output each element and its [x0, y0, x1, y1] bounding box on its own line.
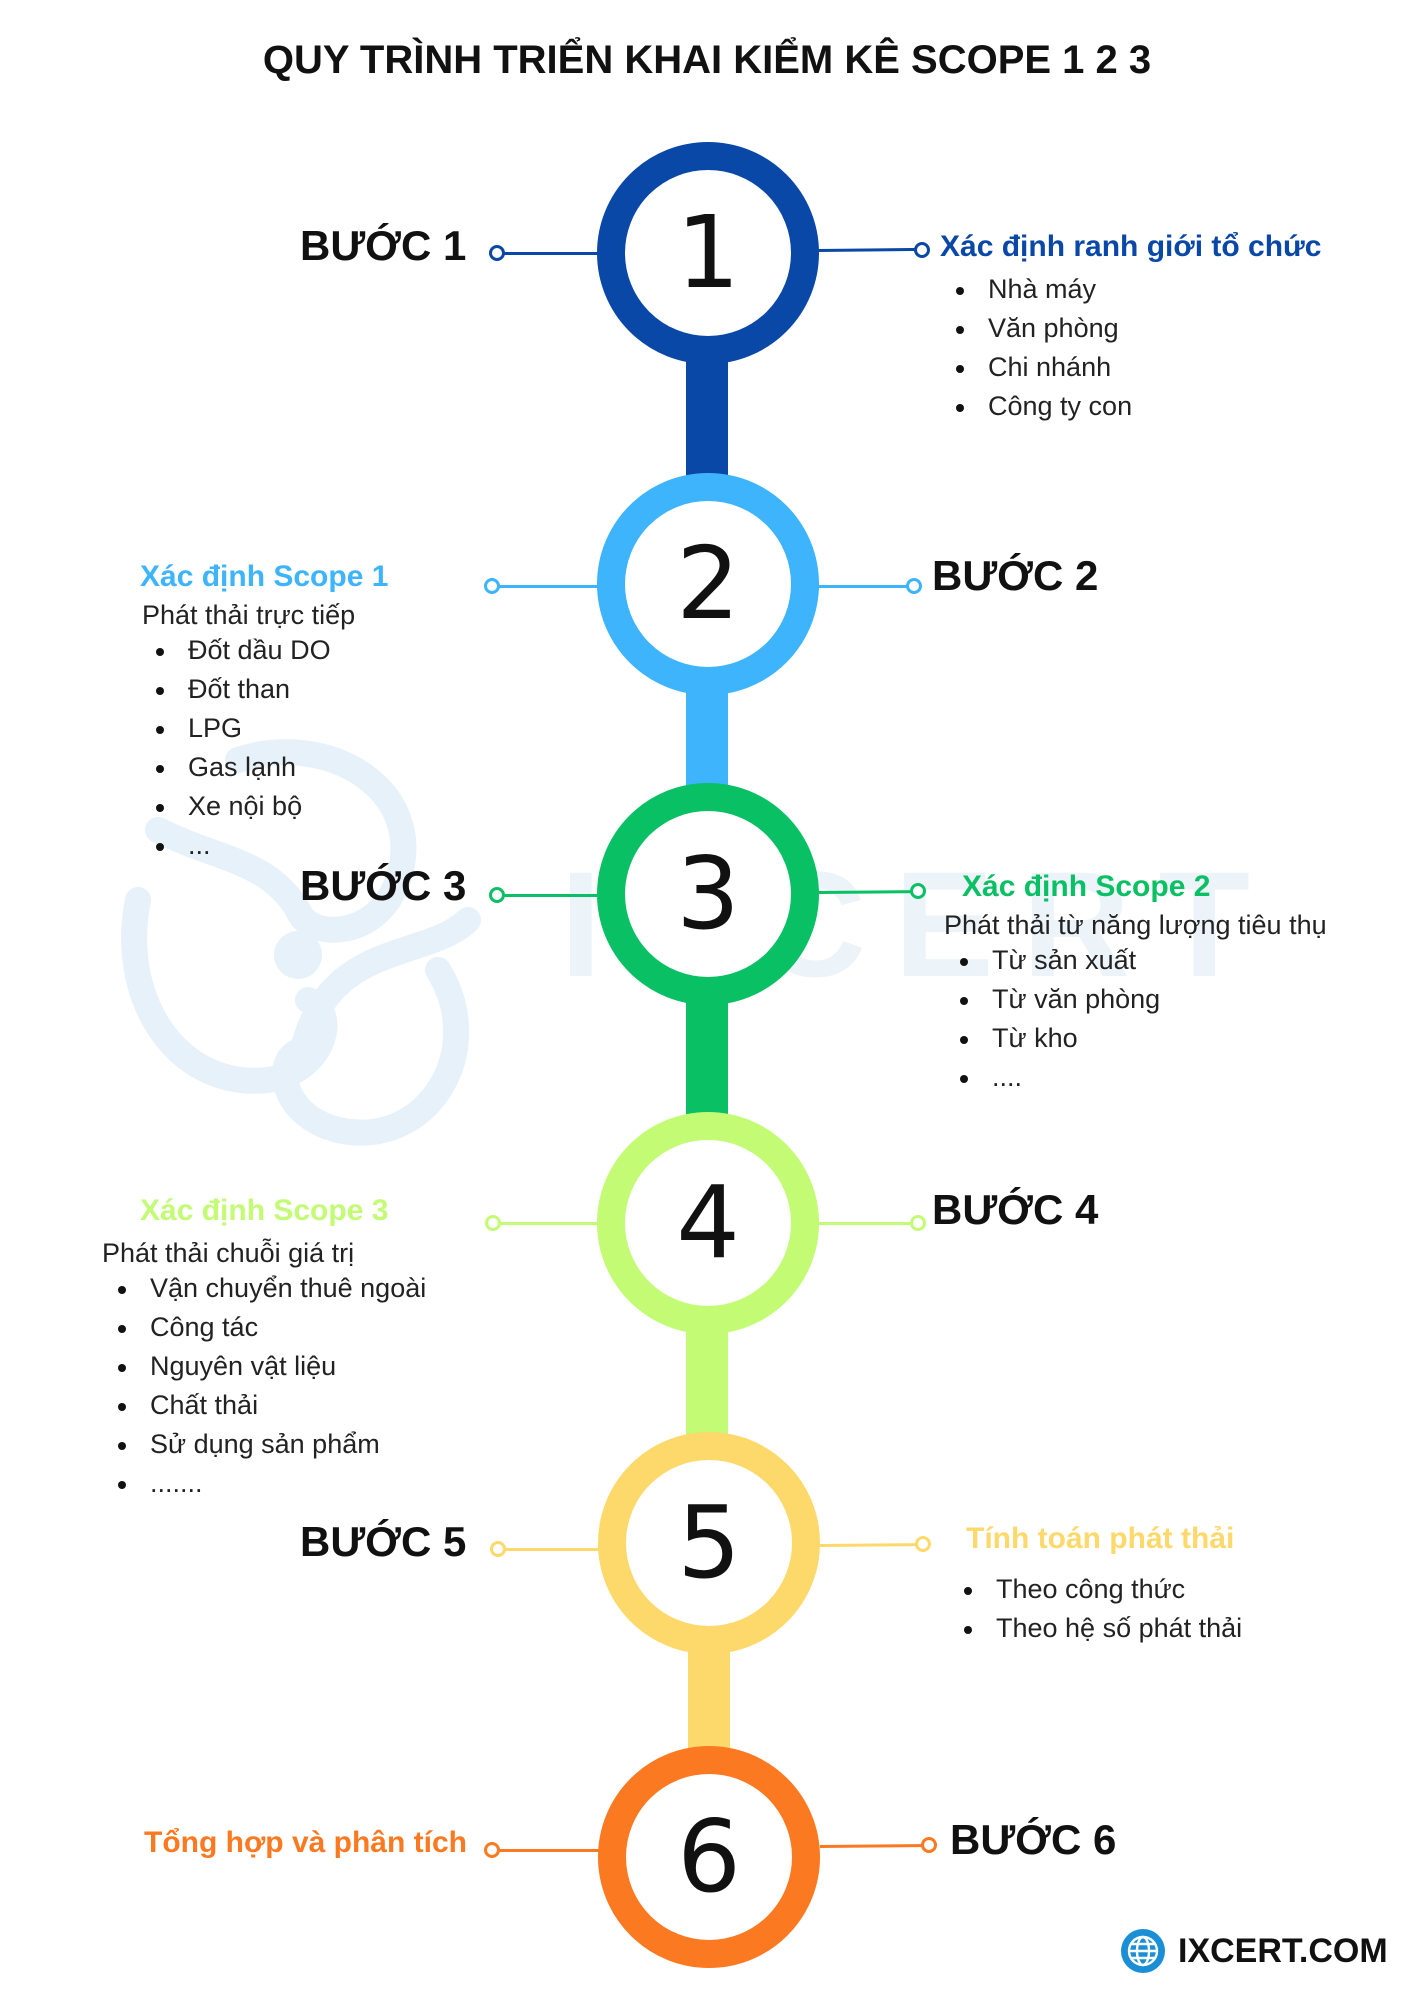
- connector-dot-right-2: [906, 578, 922, 594]
- list-item: Gas lạnh: [140, 748, 388, 787]
- list-item: ...: [140, 826, 388, 865]
- connector-left-5: [498, 1548, 600, 1551]
- list-item: Từ văn phòng: [944, 980, 1327, 1019]
- step-2-list: Đốt dầu DO Đốt than LPG Gas lạnh Xe nội …: [140, 631, 388, 865]
- list-item: Văn phòng: [940, 309, 1321, 348]
- connector-left-3: [497, 894, 599, 897]
- page-title: QUY TRÌNH TRIỂN KHAI KIỂM KÊ SCOPE 1 2 3: [262, 38, 1152, 82]
- list-item: Xe nội bộ: [140, 787, 388, 826]
- list-item: Từ kho: [944, 1019, 1327, 1058]
- step-label-3: BƯỚC 3: [300, 862, 467, 909]
- list-item: Đốt than: [140, 670, 388, 709]
- step-label-4: BƯỚC 4: [932, 1186, 1099, 1233]
- step-number-1: 1: [676, 194, 740, 311]
- step-4-heading: Xác định Scope 3: [140, 1194, 389, 1227]
- step-ring-6: 6: [598, 1746, 820, 1968]
- timeline-stem-4: [686, 1320, 728, 1450]
- globe-icon: [1121, 1929, 1165, 1973]
- step-label-2: BƯỚC 2: [932, 552, 1099, 599]
- step-2-heading: Xác định Scope 1: [140, 560, 389, 593]
- step-4-subtitle: Phát thải chuỗi giá trị: [102, 1238, 355, 1268]
- list-item: .......: [102, 1464, 426, 1503]
- list-item: Sử dụng sản phẩm: [102, 1425, 426, 1464]
- step-1-heading: Xác định ranh giới tổ chức: [940, 230, 1322, 263]
- connector-dot-right-4: [910, 1215, 926, 1231]
- list-item: Theo công thức: [948, 1570, 1242, 1609]
- step-4-details: Xác định Scope 3 Phát thải chuỗi giá trị…: [102, 1194, 426, 1503]
- list-item: Vận chuyển thuê ngoài: [102, 1269, 426, 1308]
- list-item: Từ sản xuất: [944, 941, 1327, 980]
- list-item: ....: [944, 1058, 1327, 1097]
- step-label-6: BƯỚC 6: [950, 1816, 1117, 1863]
- step-4-list: Vận chuyển thuê ngoài Công tác Nguyên vậ…: [102, 1269, 426, 1503]
- connector-left-1: [497, 252, 599, 255]
- watermark-logo: [121, 739, 481, 1146]
- step-6-heading: Tổng hợp và phân tích: [144, 1826, 467, 1859]
- connector-left-4: [493, 1222, 598, 1225]
- step-3-subtitle: Phát thải từ năng lượng tiêu thụ: [944, 910, 1327, 940]
- list-item: Chi nhánh: [940, 348, 1321, 387]
- timeline-stem-1: [686, 350, 728, 490]
- connector-left-2: [492, 585, 598, 588]
- list-item: Đốt dầu DO: [140, 631, 388, 670]
- connector-dot-right-1: [914, 242, 930, 258]
- step-5-list: Theo công thức Theo hệ số phát thải: [948, 1570, 1242, 1648]
- step-label-5: BƯỚC 5: [300, 1518, 467, 1565]
- step-ring-5: 5: [598, 1432, 820, 1654]
- connector-dot-left-4: [485, 1215, 501, 1231]
- connector-dot-left-1: [489, 245, 505, 261]
- connector-left-6: [492, 1849, 600, 1852]
- step-ring-1: 1: [597, 142, 819, 364]
- step-number-2: 2: [676, 525, 740, 642]
- step-3-details: Xác định Scope 2 Phát thải từ năng lượng…: [944, 870, 1327, 1097]
- connector-right-4: [818, 1222, 918, 1225]
- step-number-6: 6: [677, 1798, 741, 1915]
- step-1-list: Nhà máy Văn phòng Chi nhánh Công ty con: [940, 270, 1321, 426]
- list-item: Công tác: [102, 1308, 426, 1347]
- step-1-details: Xác định ranh giới tổ chức Nhà máy Văn p…: [940, 230, 1321, 426]
- connector-dot-right-6: [921, 1837, 937, 1853]
- connector-right-6: [819, 1844, 930, 1848]
- connector-right-2: [818, 585, 914, 588]
- step-5-details: Tính toán phát thải Theo công thức Theo …: [948, 1522, 1242, 1648]
- list-item: Nhà máy: [940, 270, 1321, 309]
- connector-dot-left-2: [484, 578, 500, 594]
- brand-text: IXCERT.COM: [1178, 1931, 1388, 1970]
- list-item: Công ty con: [940, 387, 1321, 426]
- step-2-details: Xác định Scope 1 Phát thải trực tiếp Đốt…: [140, 560, 388, 865]
- step-6-details: Tổng hợp và phân tích: [144, 1826, 467, 1866]
- step-ring-4: 4: [597, 1112, 819, 1334]
- connector-dot-right-5: [915, 1536, 931, 1552]
- step-number-5: 5: [677, 1484, 741, 1601]
- list-item: Theo hệ số phát thải: [948, 1609, 1242, 1648]
- list-item: Nguyên vật liệu: [102, 1347, 426, 1386]
- step-3-list: Từ sản xuất Từ văn phòng Từ kho ....: [944, 941, 1327, 1097]
- step-3-heading: Xác định Scope 2: [962, 870, 1211, 903]
- connector-dot-right-3: [910, 883, 926, 899]
- step-number-3: 3: [676, 835, 740, 952]
- timeline-stem-3: [686, 1000, 728, 1130]
- step-number-4: 4: [676, 1164, 740, 1281]
- list-item: LPG: [140, 709, 388, 748]
- connector-right-5: [819, 1543, 924, 1547]
- step-2-subtitle: Phát thải trực tiếp: [142, 600, 356, 630]
- step-label-1: BƯỚC 1: [300, 222, 467, 269]
- connector-right-1: [817, 247, 923, 252]
- connector-dot-left-3: [489, 887, 505, 903]
- connector-dot-left-6: [484, 1842, 500, 1858]
- step-ring-2: 2: [597, 473, 819, 695]
- step-ring-3: 3: [597, 783, 819, 1005]
- step-5-heading: Tính toán phát thải: [966, 1522, 1235, 1555]
- connector-dot-left-5: [490, 1541, 506, 1557]
- brand-link[interactable]: IXCERT.COM: [1120, 1928, 1388, 1974]
- list-item: Chất thải: [102, 1386, 426, 1425]
